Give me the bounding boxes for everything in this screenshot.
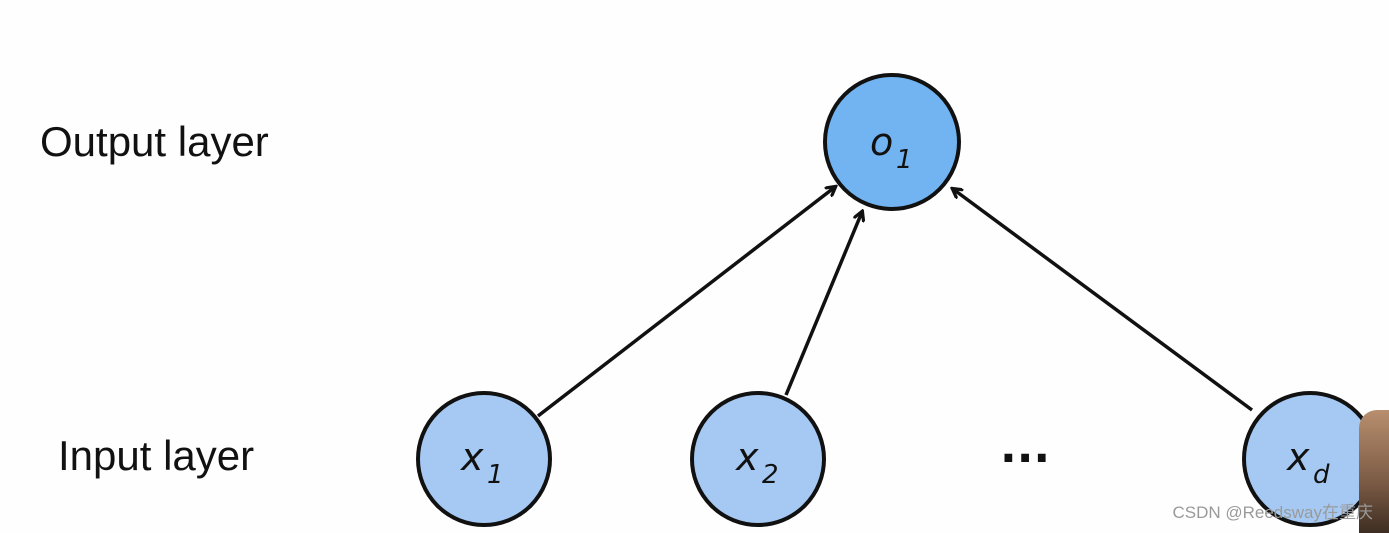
output-node-subscript: 1 xyxy=(896,145,913,175)
output-node-circle xyxy=(823,73,961,211)
input-node-x2: x 2 xyxy=(690,391,826,527)
input-node-symbol: x xyxy=(460,435,484,479)
edge-xd-o1 xyxy=(953,189,1254,412)
presenter-photo-fragment xyxy=(1359,410,1389,533)
input-node-subscript: d xyxy=(1313,460,1330,490)
input-node-circle xyxy=(690,391,826,527)
output-node-o1: o 1 xyxy=(823,73,961,211)
edge-x1-o1 xyxy=(536,187,835,418)
input-node-x1: x 1 xyxy=(416,391,552,527)
input-node-circle xyxy=(416,391,552,527)
input-node-subscript: 2 xyxy=(762,460,779,490)
output-node-symbol: o xyxy=(870,120,893,164)
input-node-symbol: x xyxy=(1286,435,1310,479)
edge-x2-o1 xyxy=(784,212,862,396)
input-layer-label: Input layer xyxy=(58,432,255,479)
input-node-xd: x d xyxy=(1242,391,1378,527)
input-node-symbol: x xyxy=(735,435,759,479)
ellipsis: ... xyxy=(1000,422,1050,473)
output-layer-label: Output layer xyxy=(40,118,269,165)
input-node-subscript: 1 xyxy=(487,460,504,490)
watermark: CSDN @Reedsway在重庆 xyxy=(1172,503,1373,522)
